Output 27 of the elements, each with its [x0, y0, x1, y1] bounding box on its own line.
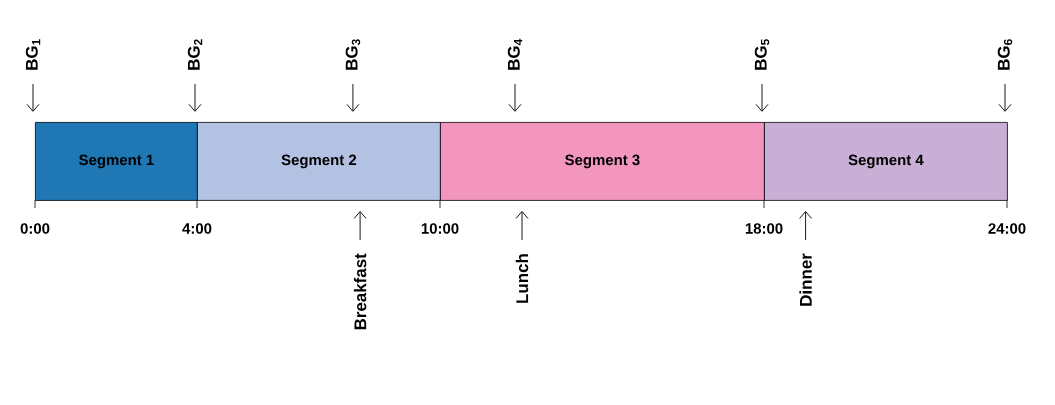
time-label: 18:00: [745, 223, 783, 234]
marker-label: BG$_{2}$: [187, 39, 203, 70]
meal-label: Dinner: [799, 253, 812, 306]
marker-label: BG$_{5}$: [754, 39, 770, 70]
marker-label: BG$_{6}$: [997, 39, 1013, 70]
arrow: [188, 83, 202, 112]
time-label: 24:00: [988, 223, 1026, 234]
arrow: [998, 83, 1012, 112]
marker-label: BG$_{1}$: [25, 39, 41, 70]
time-label: 10:00: [421, 223, 459, 234]
arrow: [353, 211, 367, 241]
segment-box: Segment 3: [440, 122, 765, 201]
marker-label: BG$_{4}$: [507, 38, 523, 70]
arrow: [26, 83, 40, 112]
arrow: [346, 83, 360, 112]
arrow: [755, 83, 769, 112]
time-label: 4:00: [182, 223, 212, 234]
segment-box: Segment 2: [197, 122, 441, 201]
meal-label: Lunch: [515, 254, 529, 303]
segment-box: Segment 4: [764, 122, 1008, 201]
arrow: [515, 211, 529, 241]
time-label: 0:00: [20, 223, 50, 234]
arrow: [508, 83, 522, 112]
marker-label: BG$_{3}$: [345, 39, 361, 70]
segment-box: Segment 1: [35, 122, 198, 201]
meal-label: Breakfast: [353, 253, 367, 330]
arrow: [799, 211, 813, 241]
